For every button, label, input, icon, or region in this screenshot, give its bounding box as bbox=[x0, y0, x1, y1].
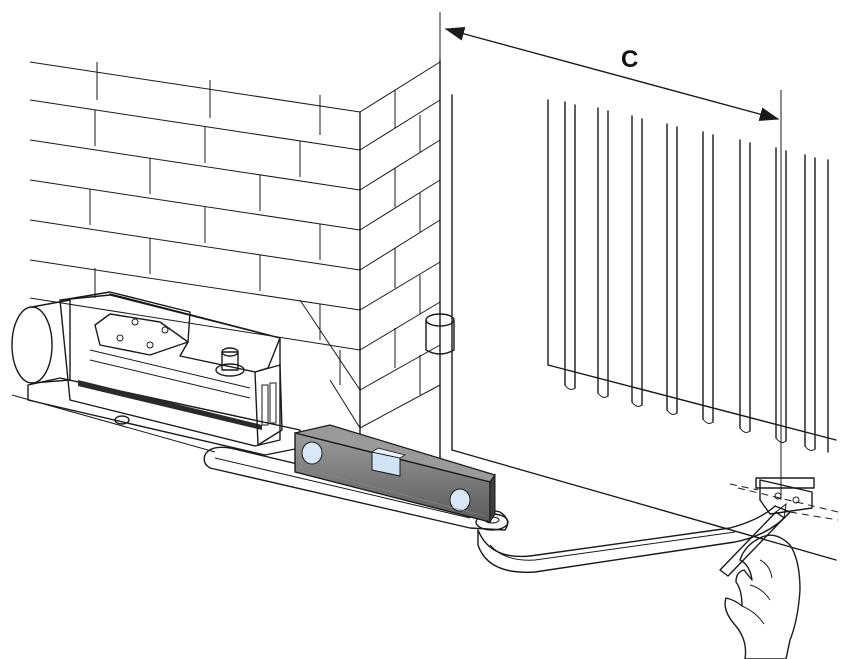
brick-wall bbox=[29, 59, 441, 471]
motor-unit bbox=[11, 291, 301, 456]
dimension-label: C bbox=[621, 46, 638, 73]
spirit-level bbox=[294, 424, 496, 524]
gate-leaf bbox=[425, 94, 837, 561]
hand-marking bbox=[719, 502, 801, 659]
operator-arm bbox=[203, 446, 839, 573]
dimension-c: C bbox=[439, 12, 782, 500]
